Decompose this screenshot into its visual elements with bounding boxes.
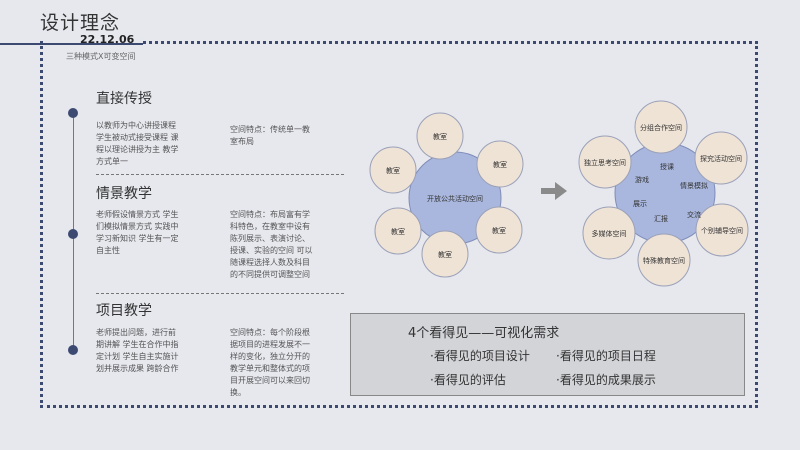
right-petal-label: 独立思考空间	[584, 158, 626, 167]
space-line: 空间特点：布局富有学	[230, 210, 310, 219]
desc-line: 程以理论讲授为主 教学	[96, 145, 179, 154]
desc-line: 期讲解 学生在合作中指	[96, 340, 179, 349]
section-title-scenario: 情景教学	[96, 186, 152, 202]
space-line: 目开展空间可以来回切	[230, 376, 310, 385]
center-word: 情景模拟	[680, 181, 708, 190]
space-line: 换。	[230, 388, 246, 397]
space-line: 样的变化，独立分开的	[230, 352, 310, 361]
desc-line: 们模拟情景方式 实践中	[96, 222, 179, 231]
space-line: 授课、实验的空间 可以	[230, 246, 313, 255]
content-frame	[40, 41, 758, 408]
date-label: 22.12.06	[80, 33, 135, 46]
left-petal-label: 教室	[433, 132, 447, 141]
section-desc-direct: 以教师为中心讲授课程 学生被动式接受课程 课 程以理论讲授为主 教学 方式单一	[96, 120, 196, 168]
desc-line: 自主性	[96, 246, 120, 255]
left-petal-4	[421, 230, 469, 278]
summary-title: 4个看得见——可视化需求	[408, 326, 560, 341]
section-desc-project: 老师提出问题，进行前 期讲解 学生在合作中指 定计划 学生自主实施计 划并展示成…	[96, 327, 196, 375]
desc-line: 以教师为中心讲授课程	[96, 121, 176, 130]
subtitle: 三种模式X可变空间	[66, 52, 136, 61]
right-petal-label: 个别辅导空间	[701, 226, 743, 235]
space-line: 室布局	[230, 137, 254, 146]
section-title-direct: 直接传授	[96, 91, 152, 107]
space-diagrams: 开放公共活动空间 教室 教室 教室 教室 教室 教室 分组合作空间 探究活动空间…	[369, 100, 749, 287]
summary-item: ·看得见的评估	[430, 373, 506, 387]
left-petal-label: 教室	[438, 250, 452, 259]
space-line: 的不同提供可调整空间	[230, 270, 310, 279]
left-petal-6	[369, 146, 417, 194]
left-petal-5	[374, 207, 422, 255]
timeline-dot-2	[68, 229, 78, 239]
section-divider-2	[96, 293, 344, 294]
left-petal-3	[475, 206, 523, 254]
desc-line: 老师假设情景方式 学生	[96, 210, 179, 219]
summary-item: ·看得见的项目日程	[556, 349, 656, 363]
section-title-project: 项目教学	[96, 303, 152, 319]
left-petal-label: 教室	[386, 166, 400, 175]
left-diagram: 开放公共活动空间 教室 教室 教室 教室 教室 教室	[369, 112, 524, 278]
right-petal-4	[637, 233, 691, 287]
section-space-project: 空间特点：每个阶段根 据项目的进程发展不一 样的变化，独立分开的 教学单元和整体…	[230, 327, 330, 399]
right-petal-1	[634, 100, 688, 154]
section-desc-scenario: 老师假设情景方式 学生 们模拟情景方式 实践中 学习新知识 学生有一定 自主性	[96, 209, 196, 257]
right-petal-label: 多媒体空间	[592, 229, 627, 238]
timeline-dot-3	[68, 345, 78, 355]
left-petal-label: 教室	[492, 226, 506, 235]
center-word: 授课	[660, 162, 674, 171]
desc-line: 学生被动式接受课程 课	[96, 133, 179, 142]
space-line: 空间特点：传统单一教	[230, 125, 310, 134]
left-petal-2	[476, 140, 524, 188]
space-line: 教学单元和整体式的项	[230, 364, 310, 373]
space-line: 据项目的进程发展不一	[230, 340, 310, 349]
desc-line: 老师提出问题，进行前	[96, 328, 176, 337]
left-petal-1	[416, 112, 464, 160]
desc-line: 方式单一	[96, 157, 128, 166]
right-petal-3	[695, 203, 749, 257]
title-underline	[0, 43, 143, 45]
space-line: 科特色，在教室中设有	[230, 222, 310, 231]
center-word: 展示	[633, 200, 647, 208]
left-petal-label: 教室	[493, 160, 507, 169]
space-line: 空间特点：每个阶段根	[230, 328, 310, 337]
right-diagram: 分组合作空间 探究活动空间 个别辅导空间 特殊教育空间 多媒体空间 独立思考空间…	[578, 100, 749, 287]
left-center-label: 开放公共活动空间	[427, 194, 483, 203]
right-petal-5	[582, 206, 636, 260]
desc-line: 学习新知识 学生有一定	[96, 234, 179, 243]
timeline-dot-1	[68, 108, 78, 118]
page-title: 设计理念	[40, 12, 121, 34]
section-space-direct: 空间特点：传统单一教 室布局	[230, 124, 330, 148]
right-petal-label: 探究活动空间	[700, 154, 742, 163]
summary-item: ·看得见的项目设计	[430, 349, 530, 363]
right-petal-2	[694, 131, 748, 185]
right-petal-label: 分组合作空间	[640, 123, 682, 132]
center-word: 游戏	[635, 175, 649, 184]
desc-line: 定计划 学生自主实施计	[96, 352, 179, 361]
center-word: 交流	[687, 210, 701, 219]
frame-top-border	[143, 41, 758, 44]
right-petal-6	[578, 135, 632, 189]
summary-box	[350, 313, 745, 396]
space-line: 随课程选择人数及科目	[230, 258, 310, 267]
desc-line: 划并展示成果 跨龄合作	[96, 364, 179, 373]
center-word: 汇报	[654, 214, 668, 223]
space-line: 陈列展示、表演讨论、	[230, 234, 310, 243]
section-divider-1	[96, 174, 344, 175]
section-space-scenario: 空间特点：布局富有学 科特色，在教室中设有 陈列展示、表演讨论、 授课、实验的空…	[230, 209, 330, 281]
left-petal-label: 教室	[391, 227, 405, 236]
summary-item: ·看得见的成果展示	[556, 373, 656, 387]
right-petal-label: 特殊教育空间	[643, 256, 685, 265]
arrow-right-icon	[541, 182, 567, 200]
